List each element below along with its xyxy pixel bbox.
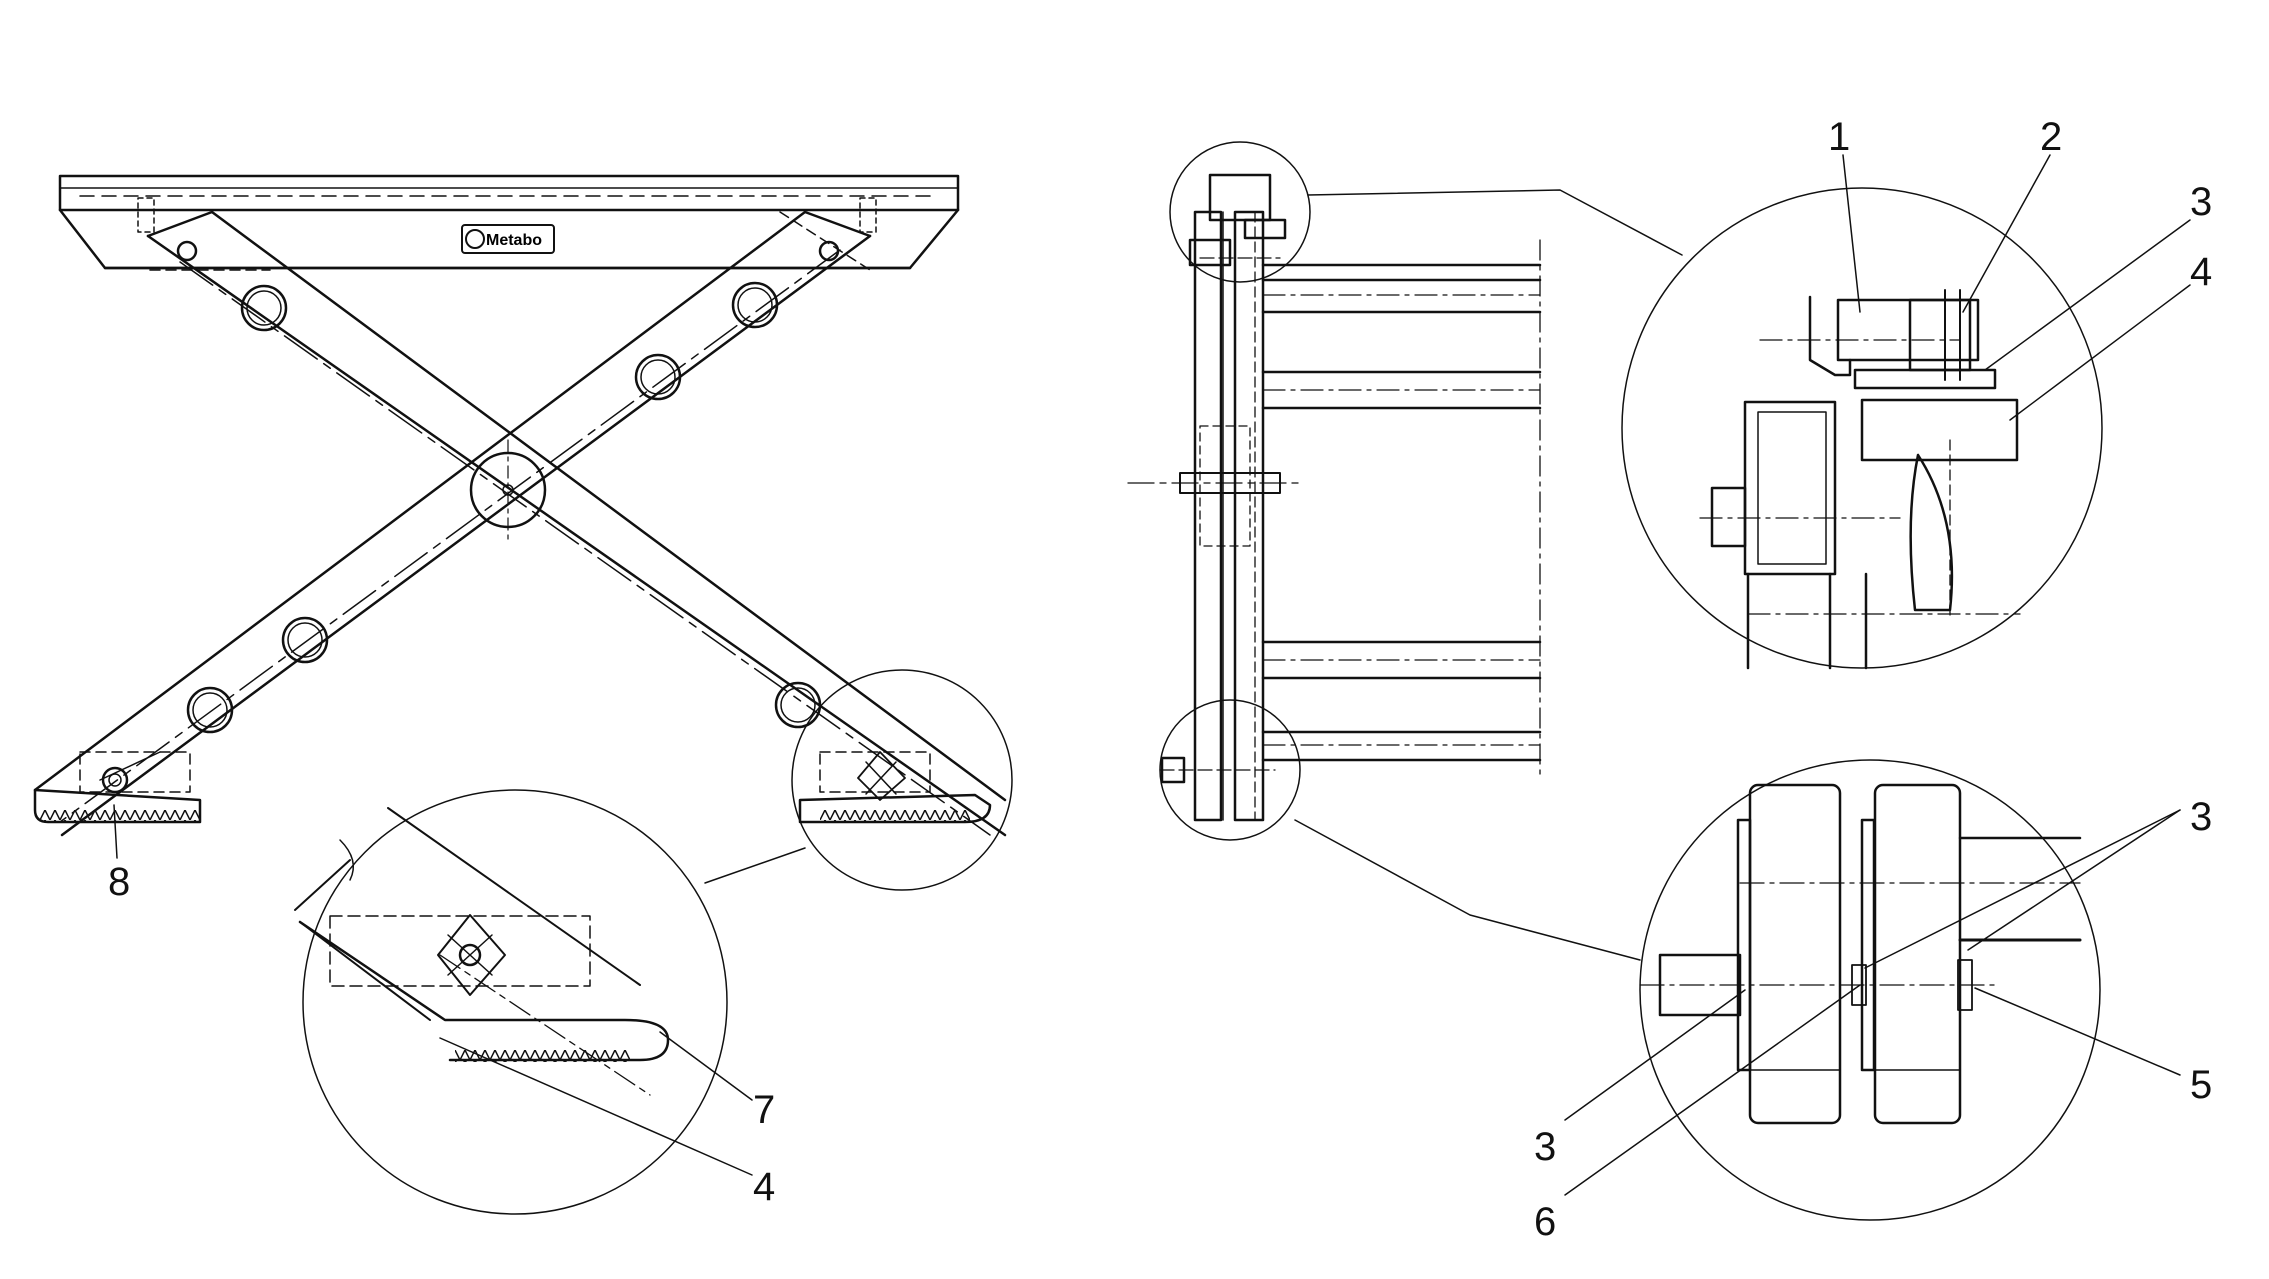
callout-5: 5 — [2190, 1063, 2212, 1107]
callout-2: 2 — [2040, 115, 2062, 159]
callout-leaders-top-right — [1842, 154, 2191, 421]
detail-leader-line — [704, 847, 806, 884]
foot-detail-view — [294, 789, 728, 1215]
brand-label: Metabo — [486, 232, 542, 249]
side-elevation-view — [1127, 141, 1683, 961]
callout-6: 6 — [1534, 1200, 1556, 1244]
scissor-arm-b — [33, 210, 872, 837]
callout-7: 7 — [753, 1088, 775, 1132]
callout-3-top: 3 — [2190, 180, 2212, 224]
callout-4-left: 4 — [753, 1165, 775, 1209]
callout-1: 1 — [1828, 115, 1850, 159]
top-detail-marker — [1169, 141, 1311, 283]
left-foot — [33, 751, 202, 824]
arm-holes — [176, 240, 840, 734]
table-top — [58, 174, 960, 270]
callout-leaders-left — [113, 804, 753, 1176]
scissor-stand-view: Metabo — [33, 174, 1013, 1215]
scissor-arm-a — [146, 210, 1007, 837]
top-right-detail-view — [1621, 187, 2103, 670]
callout-labels: 8 7 4 1 2 3 4 3 3 6 5 — [108, 115, 2212, 1244]
right-foot — [798, 751, 992, 824]
bottom-right-detail-view — [1639, 759, 2101, 1221]
detail-marker-circle — [791, 669, 1013, 891]
callout-3-right: 3 — [2190, 795, 2212, 839]
bottom-detail-marker — [1159, 699, 1301, 841]
callout-4-top: 4 — [2190, 250, 2212, 294]
callout-3-left: 3 — [1534, 1125, 1556, 1169]
callout-leaders-bottom-right — [1564, 809, 2181, 1196]
center-pivot — [469, 439, 547, 541]
brand-plate: Metabo — [461, 224, 555, 254]
callout-8: 8 — [108, 860, 130, 904]
